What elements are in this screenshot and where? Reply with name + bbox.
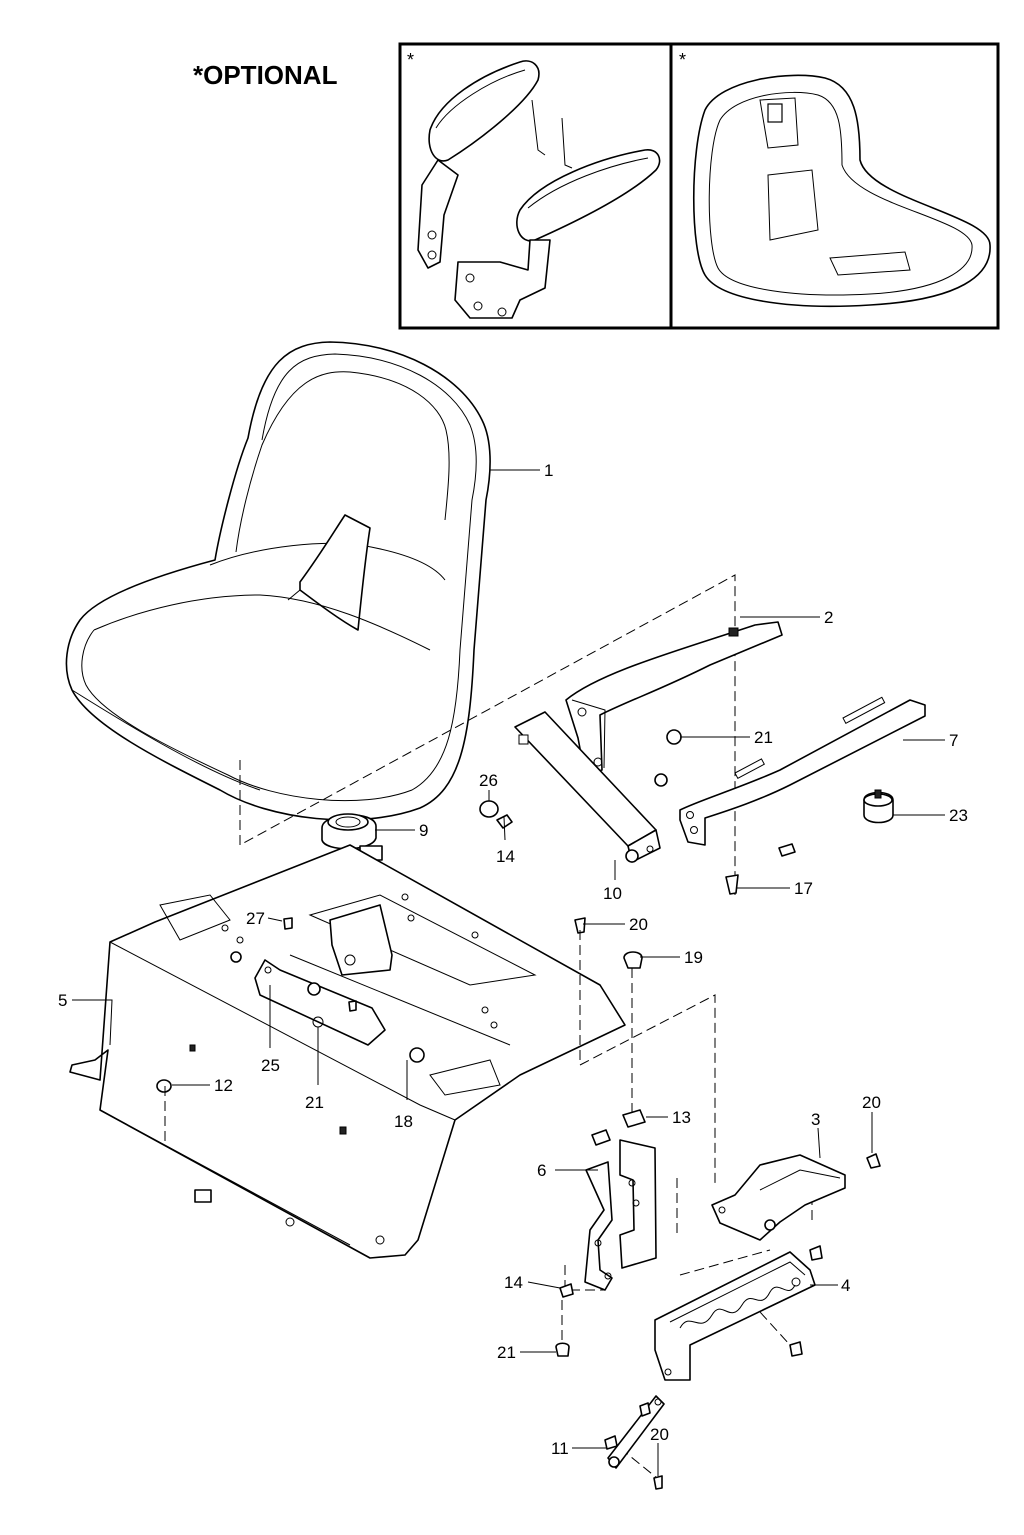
slide-rail-part-7 [679, 696, 926, 846]
callout-7: 7 [949, 731, 958, 750]
callout-11: 11 [551, 1439, 569, 1458]
optional-seat-drawing [692, 74, 991, 308]
clip-loose [591, 1129, 611, 1146]
bolt-bracket-3 [809, 1245, 823, 1261]
callout-23: 23 [949, 806, 968, 825]
bracket-bar-part-10 [514, 711, 661, 863]
callout-10: 10 [603, 884, 622, 903]
callout-5: 5 [58, 991, 67, 1010]
callout-19: 19 [684, 948, 703, 967]
callout-20-bottom: 20 [650, 1425, 669, 1444]
seat-part-1 [65, 341, 491, 821]
bumper-part-23 [863, 789, 894, 824]
inset-marker-armrests: * [407, 50, 414, 70]
callout-13: 13 [672, 1108, 691, 1127]
bolt-part-20-bottom [653, 1475, 663, 1490]
nut-loose-left [230, 951, 242, 963]
clip-part-13 [622, 1109, 646, 1128]
cap-part-26 [479, 800, 499, 818]
bolt-plate-center [348, 1000, 357, 1012]
dashed-guide-4b [679, 1249, 771, 1276]
bracket-part-6 [584, 1139, 657, 1291]
nut-plate-center [307, 982, 321, 996]
callout-21: 21 [754, 728, 773, 747]
callout-leaders [72, 469, 945, 1476]
callout-27: 27 [246, 909, 265, 928]
nut-part-21-lower [555, 1342, 570, 1357]
bolt-part-17 [725, 874, 739, 895]
bolt-part-19 [623, 951, 643, 969]
callout-2: 2 [824, 608, 833, 627]
cap-part-12 [156, 1079, 172, 1093]
seat-plate-part-5 [69, 844, 626, 1259]
nut-loose [654, 773, 668, 787]
nut-part-18 [409, 1047, 425, 1063]
bracket-part-3 [711, 1154, 846, 1241]
optional-note: *OPTIONAL [193, 60, 338, 90]
inset-marker-seat: * [679, 50, 686, 70]
bolt-part-20-right [866, 1153, 881, 1169]
slide-rail-part-2 [565, 621, 783, 776]
callout-14: 14 [496, 847, 515, 866]
nut-part-21-upper [666, 729, 682, 745]
bolt-bracket-4 [789, 1341, 803, 1357]
callout-12: 12 [214, 1076, 233, 1095]
callout-26: 26 [479, 771, 498, 790]
callout-9: 9 [419, 821, 428, 840]
bolt-part-27 [283, 917, 293, 930]
pin-loose [778, 843, 796, 857]
callout-4: 4 [841, 1276, 850, 1295]
bracket-part-25 [254, 959, 386, 1046]
optional-parts-inset: * * [398, 42, 1000, 330]
callout-20-right: 20 [862, 1093, 881, 1112]
dashed-guide-20 [579, 930, 716, 1185]
callout-18: 18 [394, 1112, 413, 1131]
dashed-guide-4 [739, 1289, 791, 1346]
seat-mount-dashed-guide [239, 574, 736, 895]
lever-bracket-part-4 [654, 1251, 816, 1381]
pin-part-14-lower [559, 1283, 574, 1298]
callout-3: 3 [811, 1110, 820, 1129]
callout-14-lower: 14 [504, 1273, 523, 1292]
bolt-part-20-upper [574, 917, 586, 934]
link-part-11 [604, 1395, 665, 1469]
callout-21-plate: 21 [305, 1093, 324, 1112]
callout-20: 20 [629, 915, 648, 934]
callout-labels: 1 2 21 7 26 14 23 9 10 17 27 20 19 5 25 … [58, 461, 968, 1458]
armrest-kit-drawing [417, 60, 661, 319]
callout-1: 1 [544, 461, 553, 480]
callout-6: 6 [537, 1161, 546, 1180]
callout-17: 17 [794, 879, 813, 898]
callout-21-lower: 21 [497, 1343, 516, 1362]
callout-25: 25 [261, 1056, 280, 1075]
